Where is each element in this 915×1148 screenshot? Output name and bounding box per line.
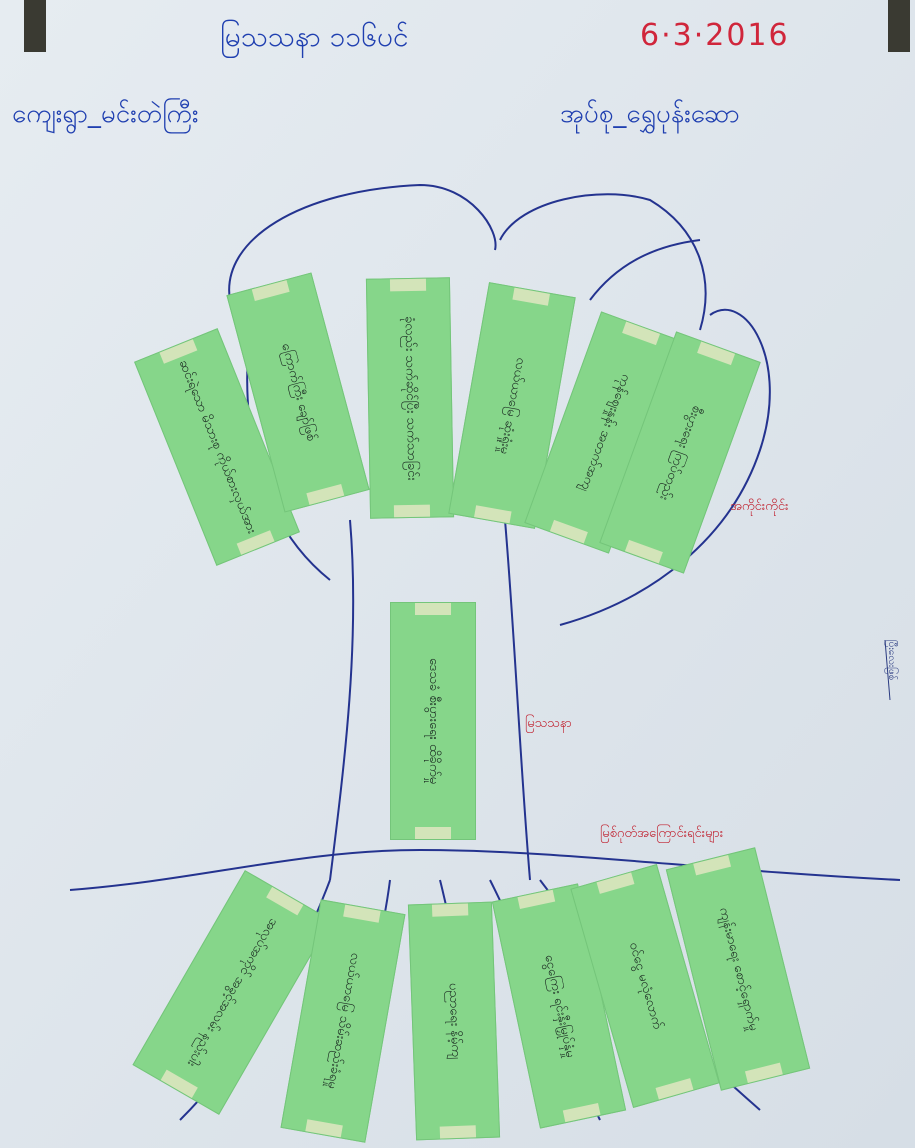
- chart-date: 6·3·2016: [640, 18, 790, 53]
- binder-clip-right: [888, 0, 910, 52]
- tape: [415, 827, 451, 839]
- root-card-2-text: လယ်ယာမြေ သိမ်းဆည်းခံရမှု: [324, 951, 363, 1091]
- trunk-card: ဒေသခံ စီးပွားရေး ထိခိုက်မှု: [390, 602, 476, 840]
- binder-clip-left: [24, 0, 46, 52]
- root-card-6-text: ကျန်းမာရေး စောင့်ရှောက်မှု: [715, 905, 762, 1033]
- root-card-3: ပညာရေး နိမ့်ကျ: [407, 901, 501, 1141]
- tape: [393, 504, 431, 519]
- tape: [389, 277, 427, 292]
- tape: [431, 901, 469, 917]
- roots-label: မြစ်ဂုတ်အကြောင်းရင်းများ: [600, 826, 724, 841]
- side-note: ပြီးလေးဖြစ်: [886, 640, 897, 681]
- trunk-label: မြသသနာ: [525, 716, 572, 731]
- village-name: ကျေးရွာ_မင်းတဲကြီး: [12, 99, 199, 129]
- branches-label: အကိုင်းကိုင်း: [730, 499, 789, 514]
- branch-card-4-text: လယ်ယာမြေ ဆုံးရှုံးမှု: [496, 356, 529, 456]
- chart-title: မြသသနာ ၁၁၆ပင်: [220, 20, 409, 53]
- root-card-5-text: ဝင်ငွေ မလုံလောက်: [625, 940, 666, 1032]
- tape: [415, 603, 451, 615]
- branch-card-3-text: ခုံလည်း သက်ဆိုင်ပြီး သက်သာခြင်း: [401, 315, 420, 481]
- village-group: အုပ်စု_ရွှေပုန်းဆော: [560, 99, 740, 129]
- tape: [439, 1125, 477, 1141]
- trunk-card-text: ဒေသခံ စီးပွားရေး ထိခိုက်မှု: [426, 657, 441, 784]
- branch-card-6-text: စီးပွားရေး ကြပ်တည်း: [656, 403, 705, 502]
- branch-card-3: ခုံလည်း သက်ဆိုင်ပြီး သက်သာခြင်း: [365, 277, 455, 519]
- branch-card-2-text: ကြောက်ကြီး ချော်ဖြစ်: [278, 341, 319, 444]
- root-card-4-text: ငွေကြေး ရင်းနှီးမြှုပ်နှံမှု: [541, 952, 578, 1059]
- side-scribble: [884, 639, 891, 701]
- root-card-3-text: ပညာရေး နိမ့်ကျ: [445, 982, 464, 1060]
